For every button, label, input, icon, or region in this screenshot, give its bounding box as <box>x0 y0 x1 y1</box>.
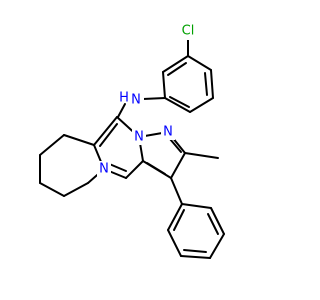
bond <box>210 69 214 99</box>
bond-double-inner <box>169 138 182 153</box>
bond <box>210 207 225 235</box>
bonds <box>39 37 225 259</box>
bond-double-inner <box>146 162 166 175</box>
bond-double-inner <box>207 213 219 235</box>
bond <box>164 97 191 113</box>
label-mask <box>161 124 175 140</box>
bond <box>39 182 65 197</box>
label-mask <box>128 92 144 108</box>
bond <box>187 55 212 71</box>
bond-methyl <box>184 152 219 159</box>
label-mask <box>178 24 200 40</box>
label-mask <box>97 161 111 177</box>
bond-double-inner <box>183 249 207 253</box>
atom-labels: Cl N H N N N <box>97 24 200 177</box>
bond-double-inner <box>169 96 190 108</box>
bond <box>181 203 212 209</box>
bond-phenyl <box>170 177 183 205</box>
bond <box>170 152 186 179</box>
bridgehead-nitrogen-label: N <box>134 130 144 145</box>
bond-double-inner <box>99 123 118 147</box>
bond <box>209 233 225 259</box>
bond-double-inner <box>167 62 187 76</box>
bond <box>39 134 65 156</box>
bond <box>63 182 89 197</box>
chemical-structure-diagram: Cl N H N N N <box>39 24 225 259</box>
bond <box>162 71 166 99</box>
bond <box>167 229 182 257</box>
bond <box>180 255 211 259</box>
bond-double-inner <box>173 209 185 231</box>
bond <box>125 160 144 179</box>
label-mask <box>132 129 146 145</box>
chlorine-label: Cl <box>182 24 195 39</box>
bond <box>63 134 95 146</box>
bond-aryl-n <box>142 97 166 100</box>
pyrimidine-nitrogen-label: N <box>99 162 109 177</box>
bond-n-c9 <box>117 103 126 118</box>
amine-nitrogen-label: N <box>131 93 141 108</box>
bond-double-inner <box>204 72 208 96</box>
bond <box>93 116 118 146</box>
bond <box>167 203 183 231</box>
amine-hydrogen-label: H <box>119 91 129 106</box>
pyrazole-nitrogen-label: N <box>163 125 173 140</box>
bond <box>189 97 214 113</box>
bond <box>162 55 189 73</box>
